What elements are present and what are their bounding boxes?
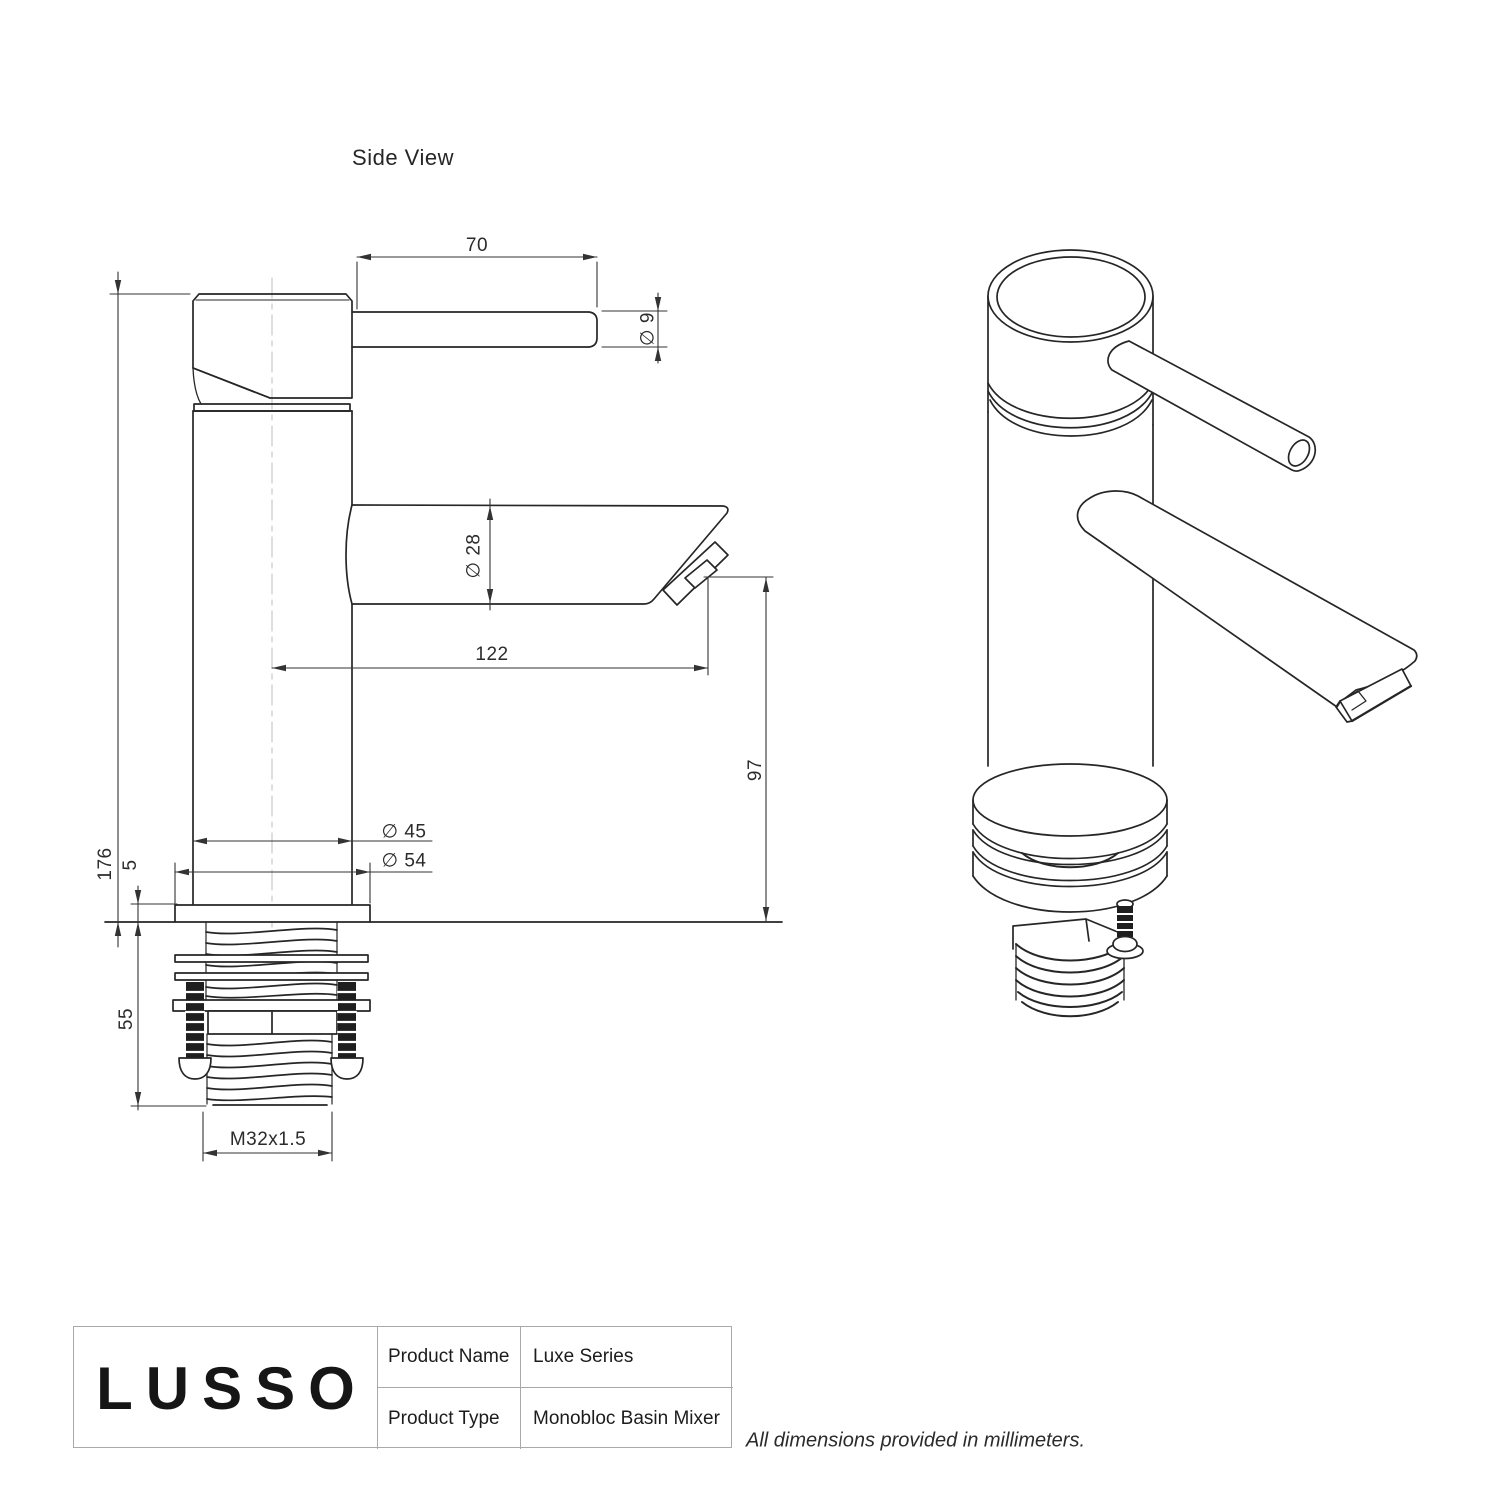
side-view-faucet	[104, 277, 783, 1106]
dim-label-dia9: ∅ 9	[637, 312, 659, 346]
product-type-value-cell: Monobloc Basin Mixer	[533, 1407, 720, 1429]
product-name-value-cell: Luxe Series	[521, 1327, 733, 1388]
iso-cap-joint	[987, 382, 1154, 437]
base-flange	[174, 904, 371, 923]
dim-label-dia45: ∅ 45	[381, 821, 427, 843]
units-note: All dimensions provided in millimeters.	[746, 1429, 1086, 1452]
cap-side	[192, 293, 353, 405]
dim-label-55: 55	[116, 1007, 137, 1031]
dim-label-122: 122	[475, 644, 509, 665]
brand-logo-cell: LUSSO	[74, 1327, 378, 1449]
iso-aerator-block	[1335, 700, 1353, 723]
dim-176	[109, 271, 191, 948]
brand-logo: LUSSO	[96, 1354, 368, 1422]
body-side	[192, 410, 353, 906]
iso-fixing-screw	[1106, 899, 1144, 960]
iso-spout	[1076, 490, 1418, 723]
dim-70	[356, 256, 598, 310]
dim-label-97: 97	[745, 758, 766, 782]
dim-label-dia28: ∅ 28	[463, 533, 485, 579]
product-type-label-cell: Product Type	[378, 1388, 521, 1449]
dim-label-m32: M32x1.5	[229, 1129, 307, 1150]
spout-side	[345, 504, 729, 606]
dimension-arrows	[114, 253, 770, 1157]
iso-body	[987, 411, 1154, 767]
washer-upper	[174, 954, 369, 963]
view-title: Side View	[352, 145, 454, 170]
handle-lever-side	[351, 311, 598, 348]
lower-thread	[206, 1033, 333, 1106]
dim-54	[174, 862, 433, 904]
locknut	[207, 1010, 338, 1035]
iso-handle-lever	[1107, 340, 1317, 472]
iso-cap	[987, 249, 1154, 426]
dim-122	[271, 576, 709, 676]
fixing-screw-left	[178, 982, 212, 1080]
fixing-screw-right	[330, 982, 364, 1080]
dim-label-dia54: ∅ 54	[381, 850, 427, 872]
washer-lower	[174, 972, 369, 981]
title-block-table: LUSSO Product Name Luxe Series Product T…	[73, 1326, 733, 1449]
dim-label-176: 176	[95, 847, 116, 881]
dim-m32	[202, 1111, 333, 1162]
iso-view-faucet	[972, 249, 1418, 1018]
dim-label-70: 70	[465, 235, 489, 256]
iso-locknut	[1012, 918, 1126, 956]
dim-97	[703, 576, 774, 923]
aerator-outlet	[684, 559, 718, 589]
iso-base-rings	[972, 763, 1168, 913]
iso-thread	[1015, 943, 1125, 1018]
product-name-label-cell: Product Name	[378, 1327, 521, 1388]
dim-label-5: 5	[120, 859, 141, 871]
